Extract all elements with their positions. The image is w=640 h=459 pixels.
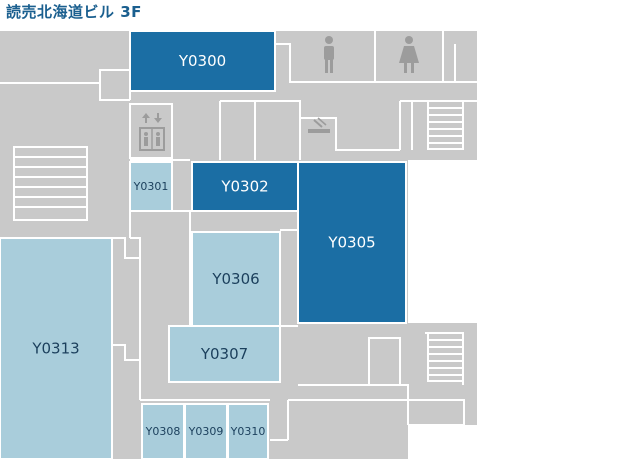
floor-title: 読売北海道ビル 3F bbox=[6, 3, 142, 21]
room-y0313[interactable]: Y0313 bbox=[0, 237, 113, 459]
room-shape[interactable] bbox=[191, 161, 299, 212]
room-y0310[interactable]: Y0310 bbox=[227, 403, 269, 459]
elevator-icon bbox=[139, 113, 165, 151]
stairs-icon bbox=[13, 146, 88, 221]
room-shape[interactable] bbox=[129, 161, 173, 212]
room-shape[interactable] bbox=[129, 30, 276, 92]
room-label: Y0313 bbox=[31, 340, 79, 358]
room-label: Y0301 bbox=[133, 180, 169, 193]
room-label: Y0300 bbox=[178, 52, 226, 70]
room-label: Y0305 bbox=[327, 234, 375, 252]
stairs-icon bbox=[427, 100, 464, 150]
room-y0301[interactable]: Y0301 bbox=[129, 161, 173, 212]
smoking-area-icon bbox=[308, 117, 330, 133]
room-shape[interactable] bbox=[168, 325, 281, 383]
room-y0300[interactable]: Y0300 bbox=[129, 30, 276, 92]
room-shape[interactable] bbox=[191, 231, 281, 327]
room-shape[interactable] bbox=[0, 237, 113, 459]
room-shape[interactable] bbox=[297, 161, 407, 324]
female-toilet-icon bbox=[399, 36, 419, 73]
room-y0309[interactable]: Y0309 bbox=[184, 403, 228, 459]
room-label: Y0302 bbox=[220, 178, 268, 196]
room-shape[interactable] bbox=[141, 403, 185, 459]
room-y0308[interactable]: Y0308 bbox=[141, 403, 185, 459]
room-y0305[interactable]: Y0305 bbox=[297, 161, 407, 324]
male-toilet-icon bbox=[324, 36, 334, 73]
room-label: Y0307 bbox=[200, 345, 248, 363]
room-y0307[interactable]: Y0307 bbox=[168, 325, 281, 383]
room-y0302[interactable]: Y0302 bbox=[191, 161, 299, 212]
room-y0306[interactable]: Y0306 bbox=[191, 231, 281, 327]
room-label: Y0306 bbox=[211, 270, 259, 288]
room-label: Y0310 bbox=[230, 425, 266, 438]
room-label: Y0309 bbox=[188, 425, 224, 438]
room-label: Y0308 bbox=[145, 425, 181, 438]
room-shape[interactable] bbox=[227, 403, 269, 459]
stairs-icon bbox=[427, 332, 464, 382]
